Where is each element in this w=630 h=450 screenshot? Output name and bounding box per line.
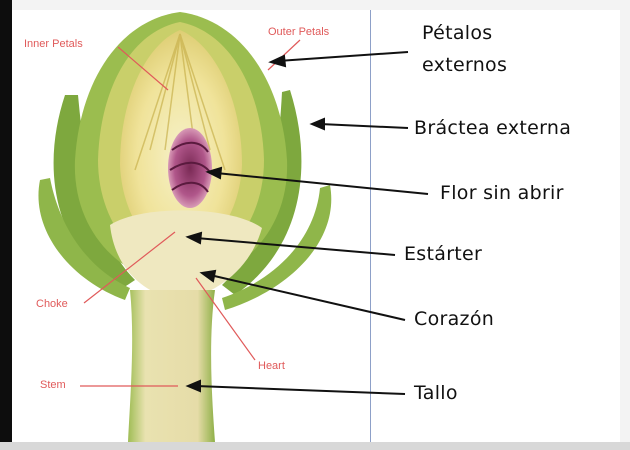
label-petalos-line1: Pétalos [422, 22, 492, 44]
label-flor-sin-abrir: Flor sin abrir [440, 182, 564, 204]
label-bractea-externa: Bráctea externa [414, 117, 571, 139]
label-tallo: Tallo [414, 382, 458, 404]
label-estarter: Estárter [404, 243, 482, 265]
stem [128, 290, 215, 442]
label-outer-petals: Outer Petals [268, 26, 329, 38]
label-corazon: Corazón [414, 308, 494, 330]
label-inner-petals: Inner Petals [24, 38, 83, 50]
label-heart: Heart [258, 360, 285, 372]
label-petalos-line2: externos [422, 54, 507, 76]
label-choke: Choke [36, 298, 68, 310]
label-stem: Stem [40, 379, 66, 391]
